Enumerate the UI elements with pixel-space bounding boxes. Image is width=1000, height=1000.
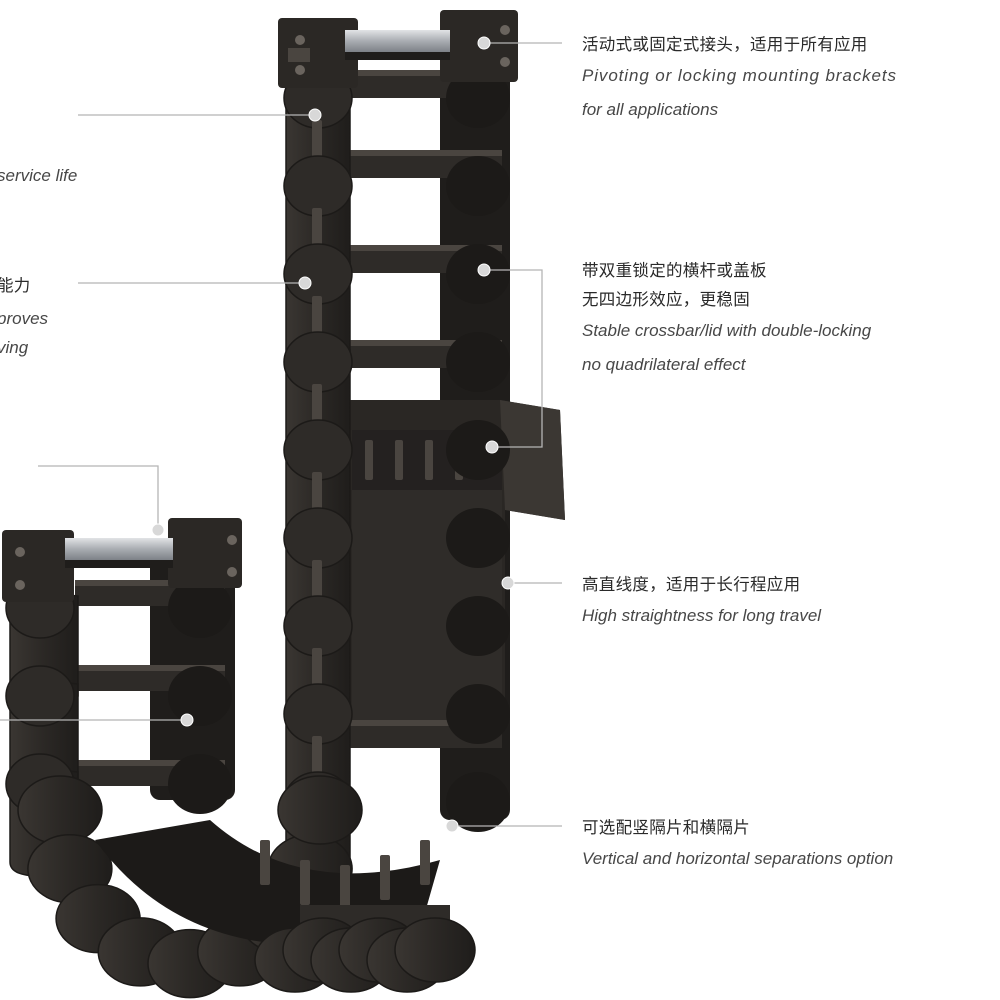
bend-link: [17, 775, 103, 845]
back-link-pivot: [168, 666, 232, 726]
separator: [420, 840, 430, 885]
crossbar-edge: [350, 720, 502, 726]
back-link-pivot: [446, 244, 510, 304]
back-link-pivot: [446, 68, 510, 128]
link-mark: [312, 296, 322, 336]
link-pivot: [283, 683, 353, 745]
link-pivot: [283, 507, 353, 569]
back-link-pivot: [446, 772, 510, 832]
crossbar-edge: [75, 760, 225, 766]
left-fragment-ability: 能力: [0, 277, 31, 295]
callout-en-line: no quadrilateral effect: [582, 355, 746, 374]
bend-link: [277, 775, 363, 845]
link-mark: [312, 208, 322, 248]
link-pivot: [283, 595, 353, 657]
callout-en-line: Vertical and horizontal separations opti…: [582, 849, 894, 868]
crossbar-edge: [350, 150, 502, 156]
callout-straightness: 高直线度，适用于长行程应用 High straightness for long…: [582, 570, 821, 633]
link-mark: [312, 384, 322, 424]
left-fragment-service-life: service life: [0, 166, 78, 185]
callout-en-line: for all applications: [582, 100, 719, 119]
callout-zh: 活动式或固定式接头，适用于所有应用: [582, 35, 868, 54]
separator: [340, 865, 350, 910]
crossbar-edge: [350, 340, 502, 346]
back-link-pivot: [446, 684, 510, 744]
link-mark: [312, 736, 322, 776]
crossbar-edge: [350, 70, 502, 76]
back-link-pivot: [446, 596, 510, 656]
callout-zh: 无四边形效应，更稳固: [582, 290, 750, 309]
link-pivot: [283, 331, 353, 393]
cover-plate: [350, 400, 565, 720]
crossbar-edge: [75, 580, 225, 586]
callout-en-line: High straightness for long travel: [582, 606, 822, 625]
separator: [380, 855, 390, 900]
back-link-pivot: [446, 508, 510, 568]
callout-en-line: Pivoting or locking mounting brackets: [582, 66, 897, 85]
callout-mounting-brackets: 活动式或固定式接头，适用于所有应用 Pivoting or locking mo…: [582, 30, 897, 127]
mounting-bracket-left: [2, 518, 242, 602]
callout-zh: 高直线度，适用于长行程应用: [582, 575, 801, 594]
back-link-pivot: [168, 754, 232, 814]
callout-en-line: Stable crossbar/lid with double-locking: [582, 321, 872, 340]
left-fragment-ving: ving: [0, 338, 29, 357]
callout-zh: 带双重锁定的横杆或盖板: [582, 261, 767, 280]
link-mark: [312, 648, 322, 688]
link-mark: [312, 472, 322, 512]
bend-link: [394, 917, 476, 983]
link-pivot: [283, 243, 353, 305]
link-mark: [312, 560, 322, 600]
crossbar-edge: [75, 665, 225, 671]
back-link-pivot: [168, 578, 232, 638]
link-pivot: [283, 419, 353, 481]
separator: [260, 840, 270, 885]
callout-dots: [151, 36, 515, 833]
back-link-pivot: [446, 420, 510, 480]
bend-radius-links: [17, 775, 476, 999]
separator: [300, 860, 310, 905]
crossbar-edge: [350, 245, 502, 251]
mounting-bracket-top: [278, 10, 518, 88]
leader-lines: [0, 42, 562, 827]
callout-crossbar-lid: 带双重锁定的横杆或盖板 无四边形效应，更稳固 Stable crossbar/l…: [582, 256, 871, 382]
callout-separations: 可选配竖隔片和横隔片 Vertical and horizontal separ…: [582, 813, 893, 876]
link-mark: [312, 120, 322, 160]
back-link-pivot: [446, 332, 510, 392]
link-pivot: [5, 665, 75, 727]
callout-zh: 可选配竖隔片和横隔片: [582, 818, 750, 837]
back-link-pivot: [446, 156, 510, 216]
left-fragment-improves: proves: [0, 309, 49, 328]
link-pivot: [283, 155, 353, 217]
